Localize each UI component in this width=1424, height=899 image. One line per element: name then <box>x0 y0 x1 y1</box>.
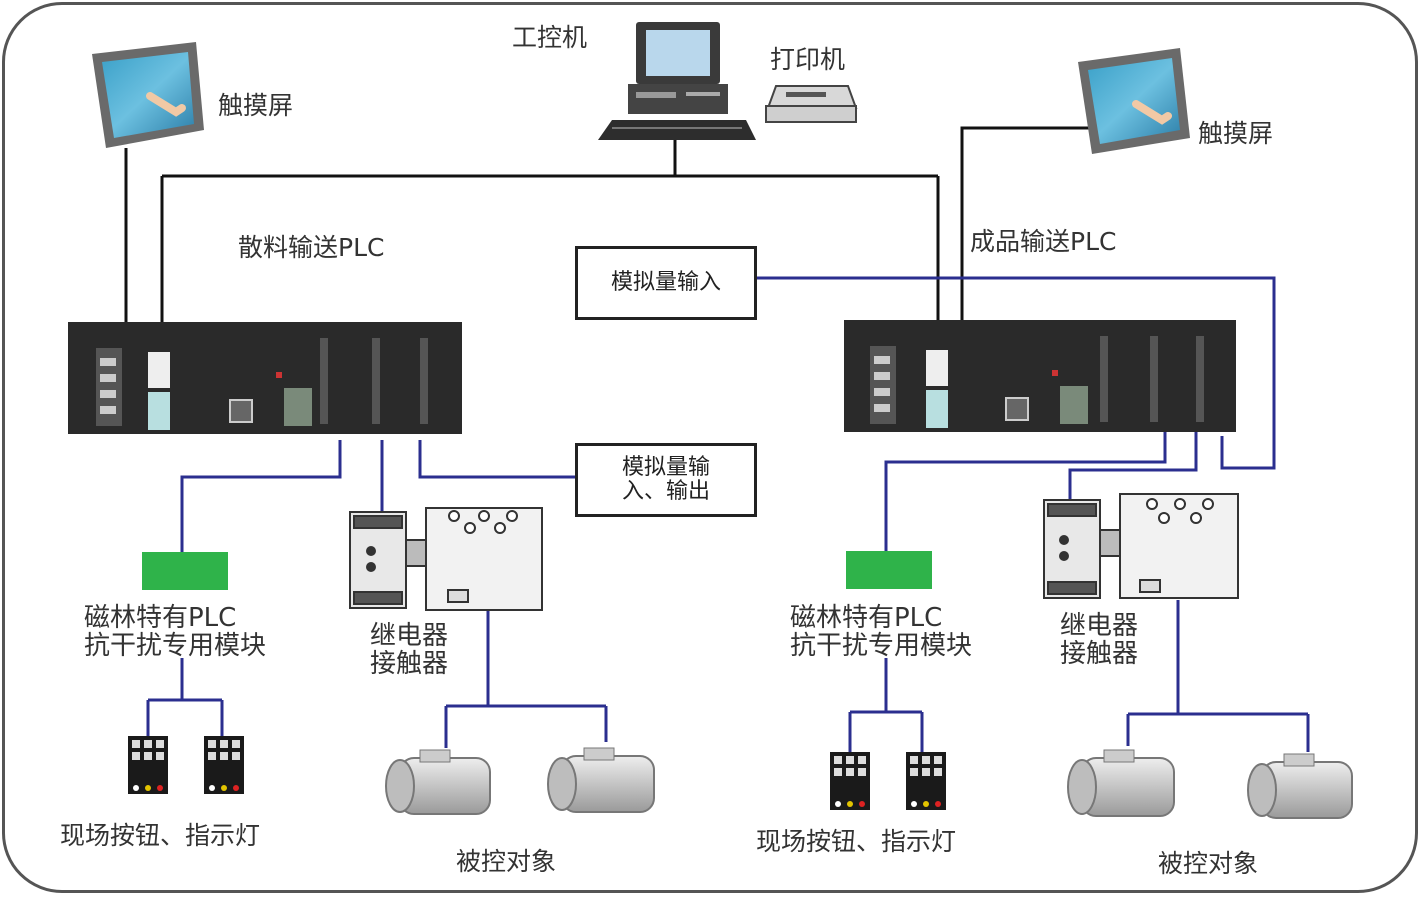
signal-lines <box>146 276 1310 752</box>
touch-screen-left-icon <box>92 42 204 148</box>
printer-label: 打印机 <box>770 45 846 74</box>
module-right-label: 磁林特有PLC 抗干扰专用模块 <box>790 603 973 661</box>
touch-screen-right-icon <box>1078 48 1190 154</box>
button-panel-right-1-icon <box>830 752 870 810</box>
motor-right-1-icon <box>1067 749 1175 817</box>
module-left-label: 磁林特有PLC 抗干扰专用模块 <box>84 603 267 661</box>
motor-right-2-icon <box>1247 753 1353 819</box>
motor-left-1-icon <box>385 749 491 815</box>
motors-left-label: 被控对象 <box>456 847 557 876</box>
plc-right-label: 成品输送PLC <box>970 227 1117 256</box>
ipc-label: 工控机 <box>512 23 588 52</box>
plc-rack-right-icon <box>844 320 1236 432</box>
buttons-left-label: 现场按钮、指示灯 <box>60 821 261 850</box>
industrial-pc-icon <box>598 22 756 140</box>
analog-input-box: 模拟量输入 <box>575 246 757 320</box>
touch-screen-left-label: 触摸屏 <box>218 91 294 120</box>
motor-left-2-icon <box>547 747 655 813</box>
printer-icon <box>765 85 858 123</box>
motors-right-label: 被控对象 <box>1158 849 1259 878</box>
button-panel-right-2-icon <box>906 752 946 810</box>
button-panel-left-1-icon <box>128 736 168 794</box>
buttons-right-label: 现场按钮、指示灯 <box>756 827 957 856</box>
module-right-icon <box>846 551 932 589</box>
relay-contactor-right-icon <box>1043 493 1239 599</box>
touch-screen-right-label: 触摸屏 <box>1198 119 1274 148</box>
relay-left-label: 继电器 接触器 <box>370 621 449 679</box>
plc-rack-left-icon <box>68 322 462 434</box>
module-left-icon <box>142 552 228 590</box>
relay-right-label: 继电器 接触器 <box>1060 611 1139 669</box>
network-lines <box>124 126 1098 322</box>
analog-io-box: 模拟量输 入、输出 <box>575 443 757 517</box>
button-panel-left-2-icon <box>204 736 244 794</box>
relay-contactor-left-icon <box>349 507 543 611</box>
plc-left-label: 散料输送PLC <box>238 233 385 262</box>
